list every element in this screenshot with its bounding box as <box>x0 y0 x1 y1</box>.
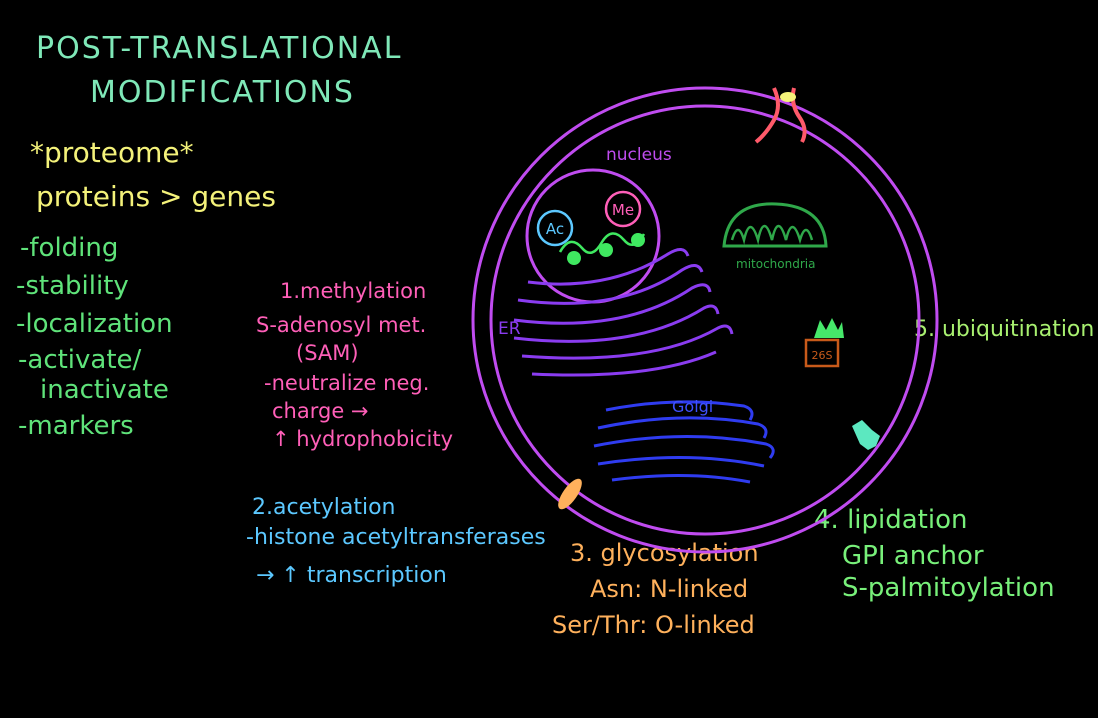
glycosylation-heading: 3. glycosylation <box>570 539 759 567</box>
mitochondria-label: mitochondria <box>736 257 815 271</box>
proteome-label: *proteome* <box>30 136 194 169</box>
function-item: -activate/ <box>18 345 142 375</box>
methylation-heading: 1.methylation <box>280 279 427 303</box>
golgi-label: Golgi <box>672 397 713 416</box>
mitochondria-icon <box>722 202 828 248</box>
histone-dna-icon <box>558 232 646 255</box>
methyl-tag-label: Me <box>612 201 634 219</box>
function-item: -markers <box>18 411 134 441</box>
acetylation-heading: 2.acetylation <box>252 495 396 520</box>
nucleus-label: nucleus <box>606 145 672 165</box>
function-item: inactivate <box>40 375 169 405</box>
methylation-line: charge → <box>272 399 369 423</box>
function-item: -localization <box>16 309 173 339</box>
lipidation-line: S-palmitoylation <box>842 573 1055 603</box>
lipid-anchor-icon <box>852 420 880 450</box>
proteins-genes-label: proteins > genes <box>36 180 276 213</box>
function-item: -stability <box>16 271 129 301</box>
proteasome-icon <box>804 338 840 368</box>
acetyl-tag-label: Ac <box>546 220 564 238</box>
methylation-line: ↑ hydrophobicity <box>272 427 454 451</box>
cell-membrane-inner <box>489 104 921 536</box>
methylation-line: S-adenosyl met. <box>256 313 427 337</box>
glycoprotein-icon <box>558 478 582 510</box>
glycosylation-line: Ser/Thr: O-linked <box>552 611 755 639</box>
title-line-2: MODIFICATIONS <box>90 75 355 110</box>
ubiquitinated-protein-icon <box>814 318 844 338</box>
histone-icon <box>599 243 613 257</box>
mitochondria-cristae-icon <box>730 224 814 245</box>
ligand-icon <box>780 92 796 102</box>
acetylation-line: → ↑ transcription <box>256 563 447 588</box>
methyl-tag-icon <box>604 190 642 228</box>
lipidation-line: GPI anchor <box>842 541 984 571</box>
acetyl-tag-icon <box>536 209 574 247</box>
er-icon <box>513 248 734 377</box>
golgi-icon <box>593 400 775 484</box>
histone-icon <box>631 233 645 247</box>
methylation-line: (SAM) <box>296 341 359 365</box>
function-item: -folding <box>20 233 119 263</box>
methylation-line: -neutralize neg. <box>264 371 430 395</box>
ubiquitination-heading: 5. ubiquitination <box>914 317 1095 342</box>
title-line-1: POST-TRANSLATIONAL <box>36 31 403 66</box>
histone-icon <box>567 251 581 265</box>
glycosylation-line: Asn: N-linked <box>590 575 749 603</box>
proteasome-label: 26S <box>812 349 833 362</box>
er-label: ER <box>498 319 521 339</box>
acetylation-line: -histone acetyltransferases <box>246 525 546 550</box>
cell-membrane-outer <box>471 86 939 554</box>
